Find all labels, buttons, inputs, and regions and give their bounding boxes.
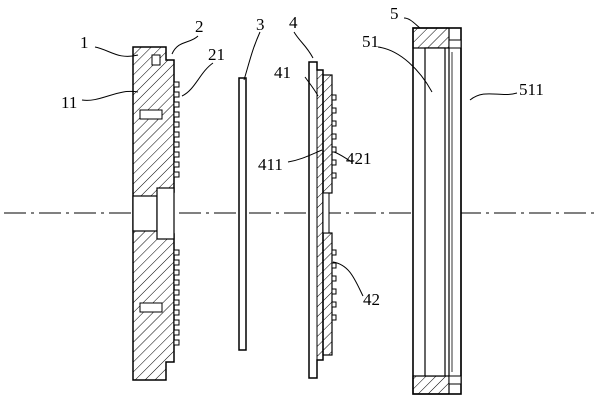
label-511: 511 [519, 80, 544, 99]
label-11: 11 [61, 93, 77, 112]
label-1: 1 [80, 33, 89, 52]
leader-lines [81, 17, 518, 297]
label-4: 4 [289, 13, 298, 32]
label-421: 421 [346, 149, 372, 168]
part-3-thin-plate [238, 77, 247, 351]
label-42: 42 [363, 290, 380, 309]
label-3: 3 [256, 15, 265, 34]
part-51-inner-wall [424, 47, 446, 377]
label-41: 41 [274, 63, 291, 82]
part-5-outer-ring [412, 27, 462, 395]
label-21: 21 [208, 45, 225, 64]
label-2: 2 [195, 17, 204, 36]
label-51: 51 [362, 32, 379, 51]
part-2-teeth [173, 81, 180, 346]
label-5: 5 [390, 4, 399, 23]
label-411: 411 [258, 155, 283, 174]
part-4-toothed-plate [308, 61, 337, 379]
part-1-hub-disc [132, 46, 180, 381]
part-42-teeth [331, 94, 337, 321]
